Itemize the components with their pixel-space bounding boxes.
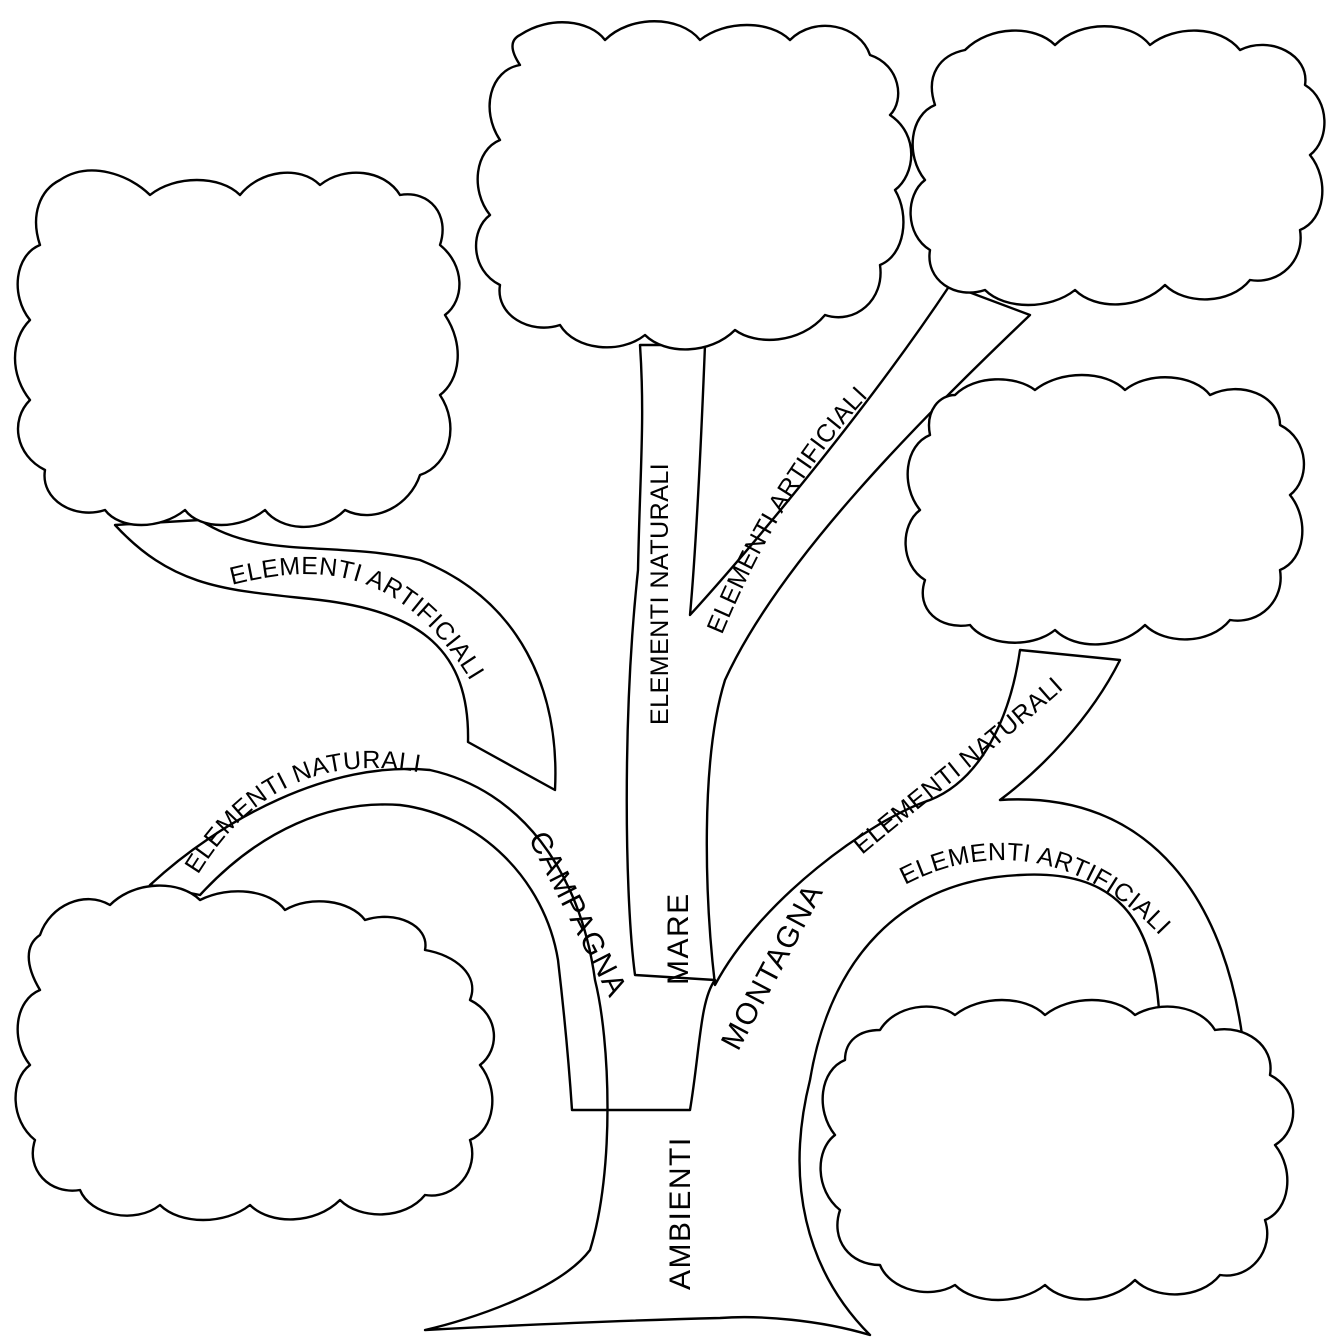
label-ambienti: AMBIENTI — [664, 1136, 697, 1290]
label-mare-elementi-artificiali: ELEMENTI ARTIFICIALI — [702, 381, 873, 637]
cloud-box-bottom-left — [14, 884, 495, 1222]
tree-trunk — [148, 283, 1247, 1337]
cloud-box-top-left — [13, 169, 461, 529]
label-mare-elementi-naturali: ELEMENTI NATURALI — [646, 463, 674, 725]
cloud-box-top-right — [909, 25, 1326, 307]
cloud-box-middle-right — [904, 373, 1305, 646]
branch-campagna-artificiali — [113, 518, 557, 792]
cloud-box-top-center — [475, 20, 913, 351]
cloud-box-bottom-right — [819, 998, 1295, 1302]
label-mare: MARE — [662, 892, 695, 985]
